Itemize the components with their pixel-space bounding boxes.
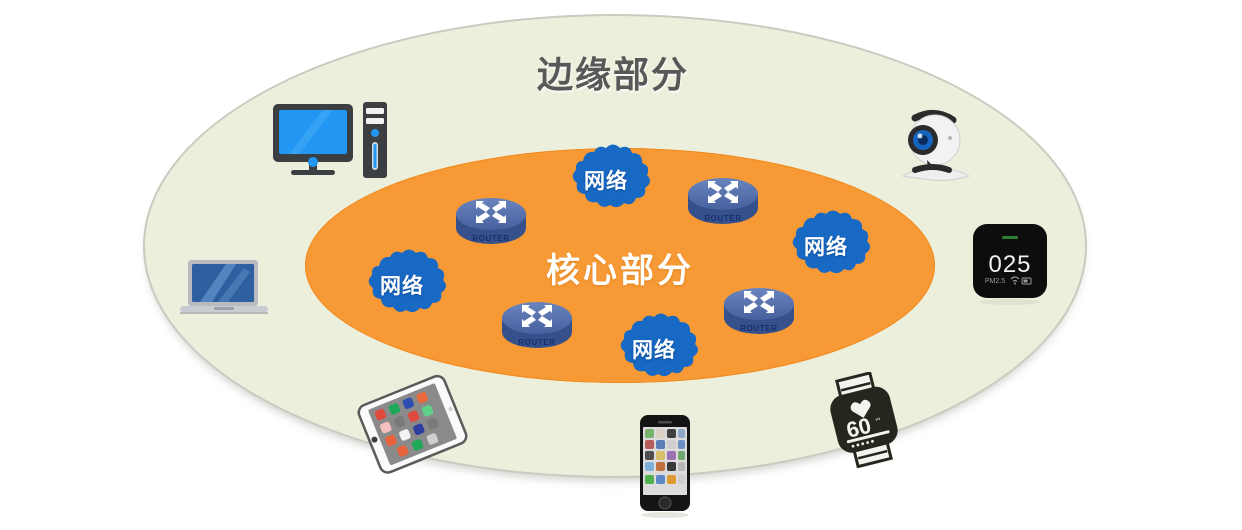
network-cloud: 网络 (611, 313, 699, 382)
air-purifier-value: 025 (988, 251, 1031, 278)
desktop-computer-icon (271, 100, 389, 190)
air-purifier-metric: PM2.5 (985, 278, 1005, 285)
router-icon: ROUTER (498, 296, 576, 358)
router-icon: ROUTER (684, 172, 762, 234)
router-label: ROUTER (472, 234, 509, 243)
edge-region-label: 边缘部分 (536, 54, 689, 95)
core-region-label: 核心部分 (546, 252, 694, 290)
tablet-icon (350, 372, 478, 484)
air-purifier-display-icon: 025 PM2.5 (969, 222, 1051, 308)
laptop-computer-icon (178, 258, 270, 320)
network-cloud: 网络 (359, 249, 447, 318)
smartwatch-icon: 60 ''' (817, 372, 909, 468)
smartphone-icon (632, 413, 698, 521)
router-icon: ROUTER (720, 282, 798, 344)
network-cloud-label: 网络 (584, 170, 628, 193)
network-cloud-label: 网络 (804, 236, 848, 259)
router-label: ROUTER (704, 214, 741, 223)
network-cloud-label: 网络 (632, 339, 676, 362)
network-cloud: 网络 (783, 210, 871, 279)
heart-icon (850, 399, 871, 418)
router-label: ROUTER (740, 324, 777, 333)
router-icon: ROUTER (452, 192, 530, 254)
webcam-icon (893, 108, 977, 186)
network-cloud: 网络 (563, 144, 651, 213)
network-cloud-label: 网络 (380, 275, 424, 298)
svg-text:''': ''' (875, 416, 883, 427)
router-label: ROUTER (518, 338, 555, 347)
